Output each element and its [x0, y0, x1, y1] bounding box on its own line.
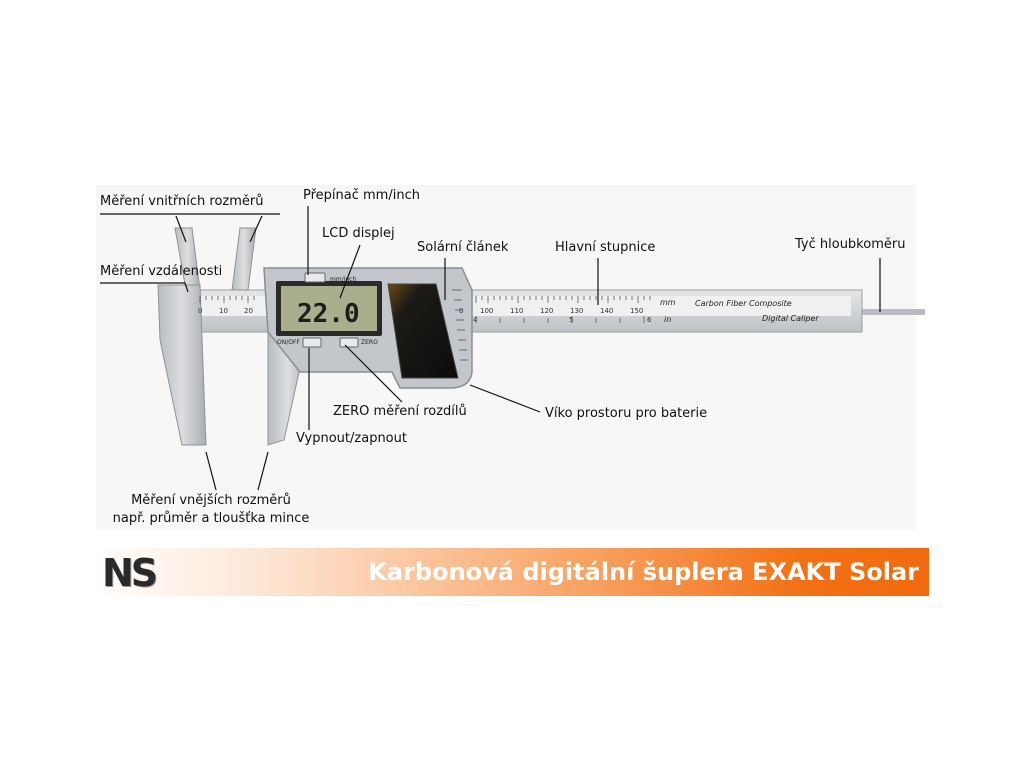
leader-lines [100, 206, 881, 491]
title-banner: NS Karbonová digitální šuplera EXAKT Sol… [96, 548, 929, 596]
label-outer-line-2: např. průměr a tloušťka mince [112, 511, 310, 526]
lcd-readout: 22.0 [297, 299, 360, 329]
label-main-scale: Hlavní stupnice [555, 240, 656, 255]
ns-logo: NS [102, 551, 158, 595]
mm-inch-label: mm/inch [330, 276, 356, 283]
scale-right-0: 0 [459, 307, 463, 315]
scale-left-0: 0 [198, 307, 202, 315]
mm-inch-button[interactable] [304, 272, 326, 283]
brand-line-2: Digital Caliper [762, 314, 819, 323]
depth-rod [860, 309, 925, 315]
inner-jaw-moving [231, 227, 257, 291]
scale-right-120: 120 [540, 307, 553, 315]
unit-in: in [664, 315, 671, 324]
zero-button[interactable] [339, 337, 359, 348]
label-mm-inch-switch: Přepínač mm/inch [303, 188, 420, 203]
unit-mm: mm [660, 298, 676, 307]
inch-mark-4: 4 [473, 316, 478, 324]
zero-label: ZERO [361, 339, 378, 346]
scale-right-140: 140 [600, 307, 613, 315]
lcd-screen [281, 286, 377, 331]
onoff-button[interactable] [302, 337, 322, 348]
outer-jaw-fixed [157, 284, 207, 446]
scale-left-20: 20 [244, 307, 253, 315]
photo-backdrop [96, 185, 916, 530]
label-outer-line-1: Měření vnějších rozměrů [131, 493, 291, 508]
slider-vernier-ticks [452, 289, 468, 361]
inch-mark-6: 6 [647, 316, 652, 324]
label-distance-measurement: Měření vzdálenosti [100, 264, 223, 279]
scale-right-150: 150 [630, 307, 643, 315]
brand-line-1: Carbon Fiber Composite [695, 299, 792, 308]
label-inner-measurement: Měření vnitřních rozměrů [100, 194, 264, 209]
label-lcd-display: LCD displej [322, 226, 395, 241]
label-depth-rod: Tyč hloubkoměru [795, 237, 906, 252]
label-outer-measurement: Měření vnějších rozměrů např. průměr a t… [96, 492, 326, 528]
scale-right-100: 100 [480, 307, 493, 315]
scale-right-130: 130 [570, 307, 583, 315]
scale-right-110: 110 [510, 307, 523, 315]
label-on-off: Vypnout/zapnout [296, 431, 407, 446]
scale-left-10: 10 [219, 307, 228, 315]
solar-cell [387, 283, 459, 379]
inch-mark-5: 5 [569, 316, 573, 324]
label-zero-button: ZERO měření rozdílů [333, 404, 467, 419]
label-battery-cover: Víko prostoru pro baterie [545, 406, 708, 421]
label-solar-cell: Solární článek [417, 240, 509, 255]
banner-title: Karbonová digitální šuplera EXAKT Solar [368, 558, 919, 586]
onoff-label: ON/OFF [277, 339, 300, 346]
main-scale-ticks [199, 296, 651, 323]
